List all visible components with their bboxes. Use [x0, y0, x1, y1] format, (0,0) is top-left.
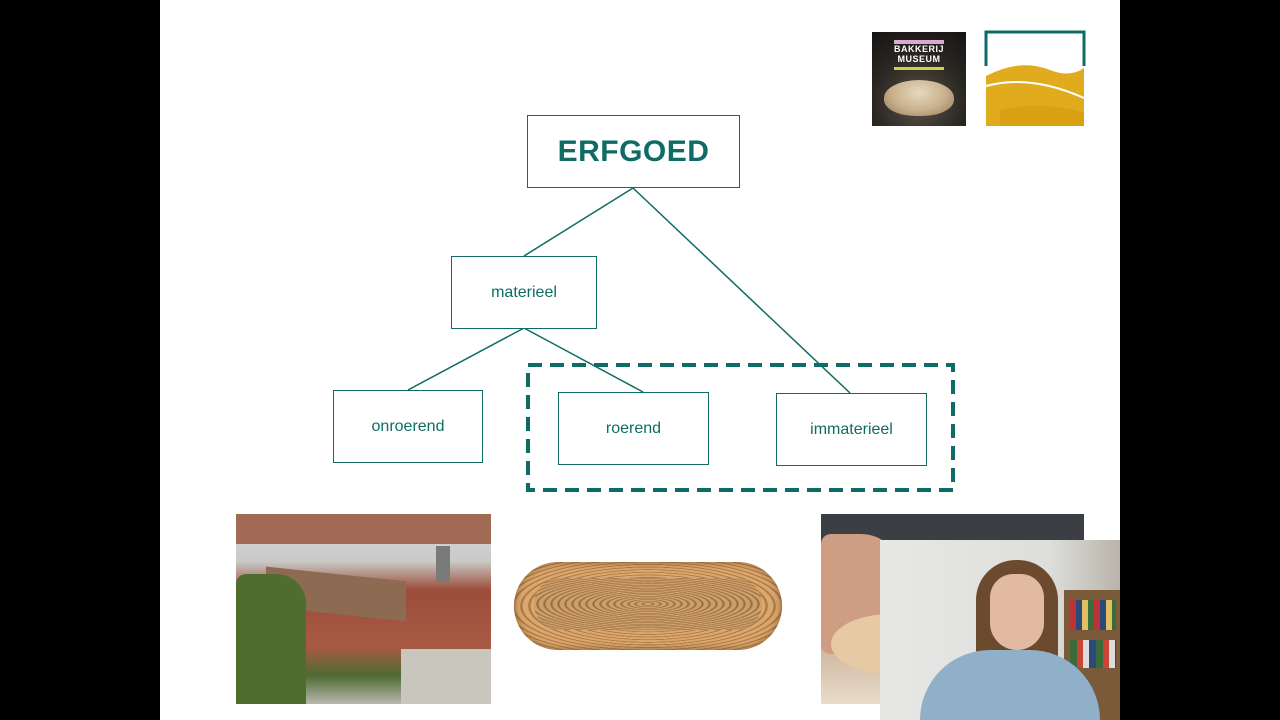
bread-loaf-image	[884, 80, 954, 116]
photo-proofing-basket	[512, 560, 787, 656]
dashed-group-outline	[526, 363, 955, 492]
node-roerend: roerend	[558, 392, 709, 465]
node-materieel: materieel	[451, 256, 597, 329]
connector-erfgoed-immaterieel	[632, 187, 851, 394]
node-erfgoed: ERFGOED	[527, 115, 740, 188]
connector-erfgoed-materieel	[523, 187, 634, 257]
bakery-museum-logo: BAKKERIJ MUSEUM	[872, 32, 966, 126]
museum-logo-text: BAKKERIJ MUSEUM	[893, 44, 944, 64]
landscape-logo	[984, 30, 1086, 126]
presenter-webcam	[880, 540, 1120, 720]
node-onroerend: onroerend	[333, 390, 483, 463]
connector-materieel-roerend	[523, 327, 644, 393]
node-immaterieel: immaterieel	[776, 393, 927, 466]
connector-materieel-onroerend	[407, 327, 525, 391]
slide: ERFGOED materieel onroerend roerend imma…	[160, 0, 1120, 720]
photo-bakehouse-building	[236, 514, 491, 704]
diagram-connectors	[407, 30, 1086, 492]
